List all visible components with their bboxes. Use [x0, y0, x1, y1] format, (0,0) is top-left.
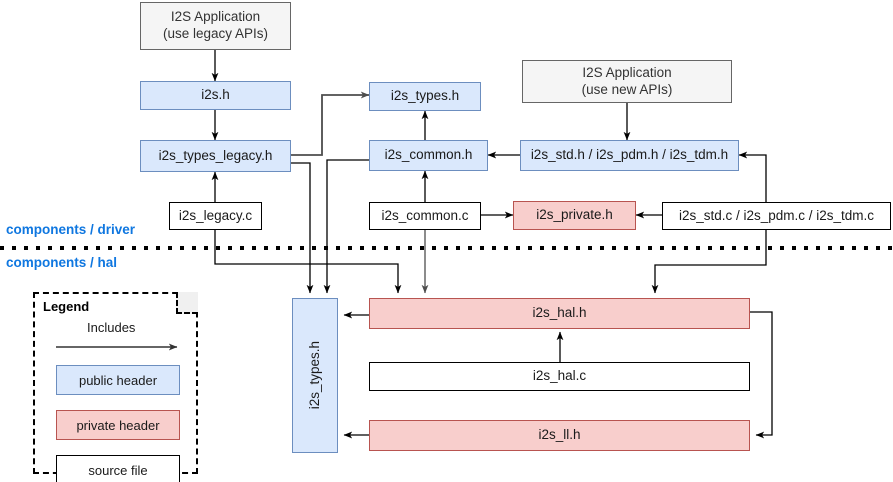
node-i2s-types-legacy-h[interactable]: i2s_types_legacy.h — [140, 140, 291, 172]
legend: Legend Includes public header private he… — [33, 292, 198, 482]
node-i2s-ll-h[interactable]: i2s_ll.h — [369, 420, 750, 451]
legend-swatch-public-header: public header — [56, 365, 180, 395]
legend-swatch-source-file: source file — [56, 455, 180, 482]
legend-fold-corner-icon — [176, 292, 198, 314]
edge-types-legacy-to-types-h — [291, 91, 370, 156]
node-i2s-hal-c[interactable]: i2s_hal.c — [369, 362, 750, 391]
node-app-legacy[interactable]: I2S Application (use legacy APIs) — [140, 2, 291, 50]
zone-label-driver: components / driver — [6, 222, 136, 237]
node-i2s-types-h-side-label: i2s_types.h — [306, 341, 322, 410]
edge-types-legacy-to-types-side — [291, 162, 314, 294]
legend-title: Legend — [43, 299, 90, 314]
node-i2s-types-h-top[interactable]: i2s_types.h — [369, 82, 481, 111]
edge-legacy-c-to-hal-h — [214, 230, 402, 294]
node-i2s-std-c[interactable]: i2s_std.c / i2s_pdm.c / i2s_tdm.c — [662, 202, 891, 230]
node-i2s-common-c[interactable]: i2s_common.c — [369, 202, 481, 230]
node-i2s-private-h[interactable]: i2s_private.h — [513, 201, 636, 230]
node-i2s-common-h[interactable]: i2s_common.h — [369, 140, 488, 171]
node-i2s-types-h-side[interactable]: i2s_types.h — [292, 298, 338, 453]
edge-hal-h-to-ll-h — [750, 311, 773, 439]
zone-label-hal: components / hal — [6, 255, 118, 270]
legend-swatch-private-header: private header — [56, 410, 180, 440]
node-i2s-legacy-c[interactable]: i2s_legacy.c — [169, 202, 262, 230]
edge-std-c-to-hal-h — [651, 230, 767, 294]
edge-common-h-to-types-side — [323, 159, 369, 294]
node-i2s-hal-h[interactable]: i2s_hal.h — [369, 298, 750, 329]
edge-std-c-to-std-h — [738, 151, 767, 202]
node-i2s-h[interactable]: i2s.h — [140, 81, 291, 110]
node-app-new[interactable]: I2S Application (use new APIs) — [522, 60, 732, 103]
legend-includes-label: Includes — [87, 320, 136, 335]
node-i2s-std-h[interactable]: i2s_std.h / i2s_pdm.h / i2s_tdm.h — [520, 140, 739, 171]
